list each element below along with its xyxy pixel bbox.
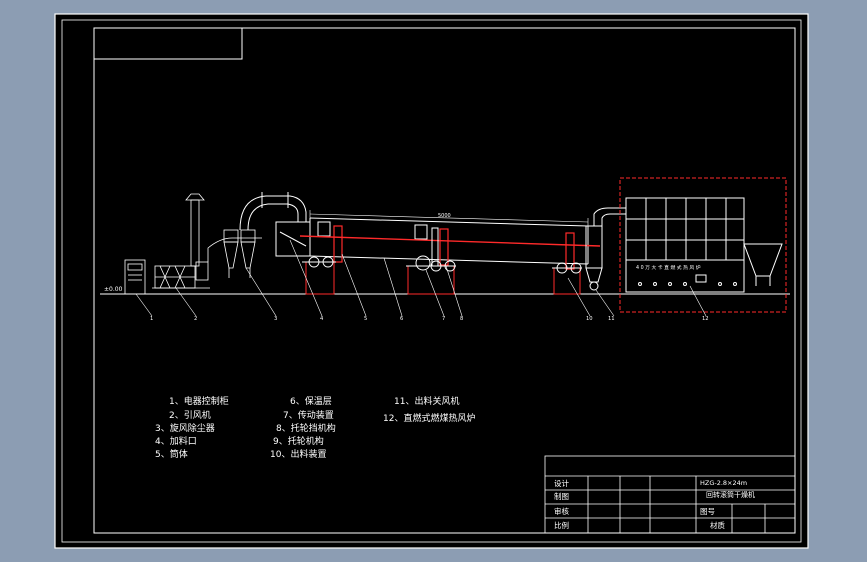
title-block-drawing: 制图 <box>554 491 569 501</box>
legend-item: 12、直燃式燃煤热风炉 <box>383 412 475 424</box>
part-number: 11 <box>608 316 615 322</box>
part-number: 1 <box>150 316 153 322</box>
title-block-review: 审核 <box>554 506 569 516</box>
part-number: 3 <box>274 316 277 322</box>
drawing-border <box>93 27 796 534</box>
legend-item: 10、出料装置 <box>270 448 326 460</box>
title-block-design: 设计 <box>554 478 569 488</box>
part-leader-lines <box>135 239 707 317</box>
legend-item: 11、出料关风机 <box>394 395 459 407</box>
part-number: 8 <box>460 316 463 322</box>
part-number: 4 <box>320 316 324 322</box>
part-number: 12 <box>702 316 709 322</box>
legend-item: 8、托轮挡机构 <box>276 422 336 434</box>
legend-item: 6、保温层 <box>290 395 332 407</box>
induced-draft-fan <box>152 193 210 289</box>
title-block-material: 材质 <box>710 520 725 530</box>
furnace-lower-housing <box>625 259 745 293</box>
legend-item: 4、加料口 <box>155 435 197 447</box>
part-number: 5 <box>364 316 367 322</box>
electrical-control-cabinet <box>124 259 146 295</box>
drum-center-line <box>299 235 601 247</box>
title-block-drawing-number: 图号 <box>700 507 715 516</box>
title-block-scale: 比例 <box>554 520 569 530</box>
furnace-panel-text: 4 0 万 大 卡 直 燃 式 热 风 炉 <box>636 264 701 271</box>
hot-air-duct <box>239 192 307 231</box>
parts-legend: 1、电器控制柜 2、引风机 3、旋风除尘器 4、加料口 5、筒体 6、保温层 7… <box>155 395 475 460</box>
rotary-drum-body <box>309 217 589 265</box>
dimension-line <box>309 210 589 226</box>
legend-item: 5、筒体 <box>155 448 188 460</box>
title-block-model: HZG-2.8×24m <box>700 479 747 487</box>
legend-item: 3、旋风除尘器 <box>155 422 215 434</box>
title-block <box>544 455 796 534</box>
legend-item: 2、引风机 <box>169 409 211 421</box>
furnace-connection-duct <box>593 207 626 226</box>
part-number: 7 <box>442 316 445 322</box>
corner-label-box <box>93 27 243 60</box>
part-number: 6 <box>400 316 403 322</box>
outer-sheet-frame <box>54 13 809 549</box>
legend-item: 9、托轮机构 <box>273 435 324 447</box>
level-mark-text: ±0.00 <box>104 286 123 293</box>
coal-hopper <box>743 243 783 286</box>
dimension-text: 5000 <box>438 213 451 219</box>
legend-item: 7、传动装置 <box>283 409 334 421</box>
title-block-name: 回转滚筒干燥机 <box>706 490 755 499</box>
legend-item: 1、电器控制柜 <box>169 395 229 407</box>
support-roller <box>302 256 582 274</box>
inner-sheet-frame <box>61 19 802 543</box>
riding-ring <box>333 225 575 270</box>
part-number: 2 <box>194 316 197 322</box>
part-number: 10 <box>586 316 593 322</box>
